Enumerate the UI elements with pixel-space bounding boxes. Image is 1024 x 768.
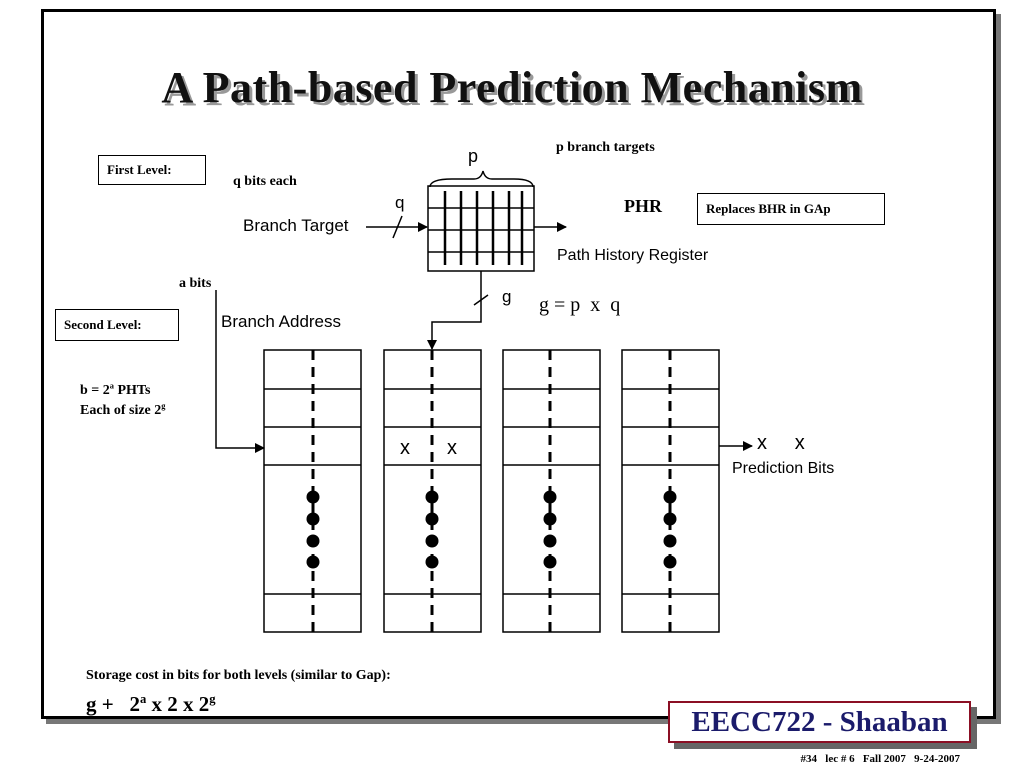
storage-formula: g + 2a x 2 x 2g	[86, 692, 216, 716]
slide-title: A Path-based Prediction Mechanism	[161, 63, 863, 112]
slide-frame	[41, 9, 996, 719]
q-label: q	[395, 193, 405, 212]
b-phts-label: b = 2a PHTs	[80, 381, 151, 398]
phr-label: PHR	[624, 196, 662, 216]
path-history-register	[427, 185, 535, 272]
branch-target-label: Branch Target	[243, 216, 349, 235]
slide-info: #34 lec # 6 Fall 2007 9-24-2007	[800, 753, 960, 765]
path-history-register-label: Path History Register	[557, 247, 709, 264]
prediction-bits-label: Prediction Bits	[732, 460, 835, 477]
q-bits-each-label: q bits each	[233, 174, 297, 189]
branch-address-label: Branch Address	[221, 312, 342, 331]
g-formula: g = p x q	[539, 294, 621, 316]
table-entry-x-right: x	[447, 437, 457, 459]
p-brace	[429, 170, 534, 188]
prediction-x-values: x x	[757, 432, 805, 454]
a-bits-label: a bits	[179, 276, 212, 291]
continuation-dots	[306, 490, 677, 569]
storage-caption: Storage cost in bits for both levels (si…	[86, 668, 391, 683]
second-level-label: Second Level:	[55, 309, 179, 341]
first-level-label: First Level:	[98, 155, 206, 185]
course-banner: EECC722 - Shaaban	[668, 701, 971, 743]
each-size-label: Each of size 2g	[80, 401, 166, 418]
replaces-bhr-label: Replaces BHR in GAp	[697, 193, 885, 225]
p-label: p	[468, 146, 479, 166]
p-branch-targets-label: p branch targets	[556, 140, 655, 155]
table-entry-x-left: x	[400, 437, 410, 459]
g-label: g	[502, 287, 512, 306]
